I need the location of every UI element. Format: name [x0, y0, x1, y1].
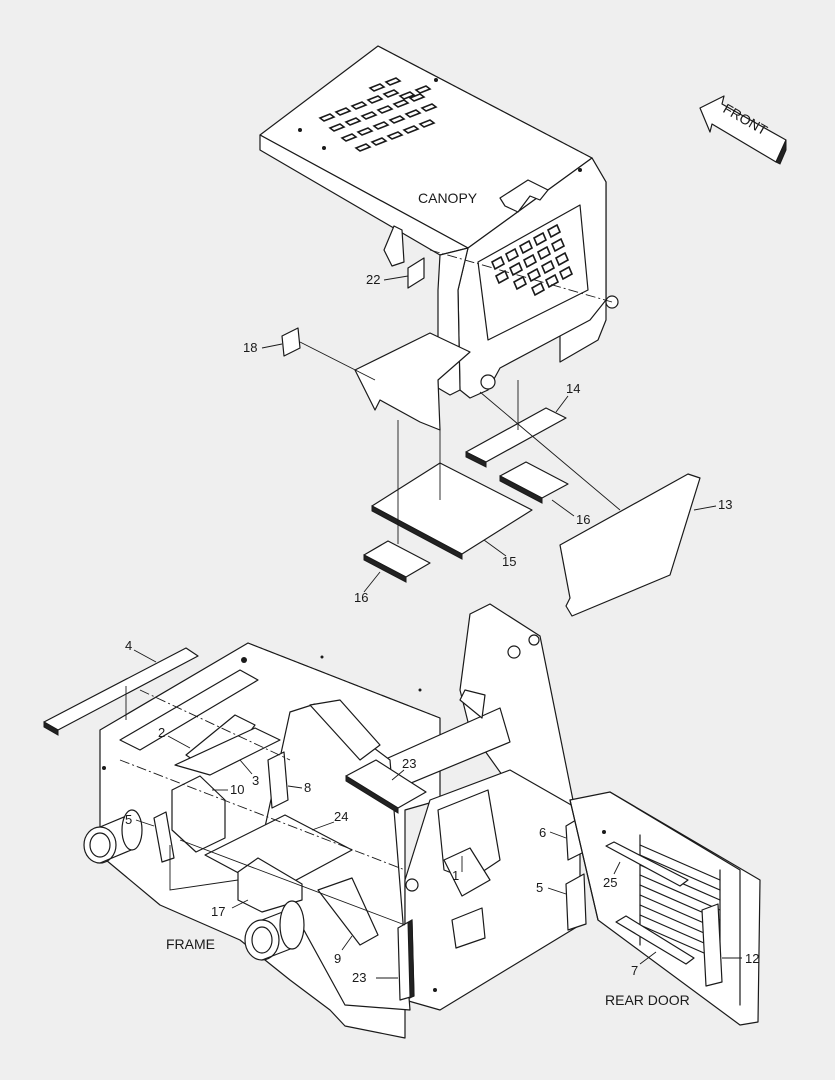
canopy-assembly	[259, 45, 619, 431]
canopy-label: CANOPY	[418, 190, 478, 206]
svg-text:14: 14	[566, 381, 580, 396]
svg-text:3: 3	[252, 773, 259, 788]
svg-text:2: 2	[158, 725, 165, 740]
svg-text:4: 4	[125, 638, 132, 653]
svg-text:16: 16	[576, 512, 590, 527]
part-7-pad	[701, 903, 723, 987]
callout-18: 22	[366, 272, 409, 287]
callout-17: 18	[243, 340, 283, 355]
front-direction-arrow: FRONT	[699, 95, 787, 165]
svg-text:16: 16	[354, 590, 368, 605]
rear-door-label: REAR DOOR	[605, 992, 690, 1008]
svg-text:23: 23	[352, 970, 366, 985]
svg-text:17: 17	[211, 904, 225, 919]
part-9-pad	[615, 915, 695, 965]
svg-text:10: 10	[230, 782, 244, 797]
svg-text:12: 12	[745, 951, 759, 966]
part-5-pad-left	[153, 811, 175, 863]
part-8-block	[267, 751, 289, 809]
svg-text:25: 25	[603, 875, 617, 890]
part-25-pad	[605, 841, 689, 887]
callout-16-upper: 16	[551, 499, 590, 527]
left-tube-lower	[244, 900, 305, 961]
callout-15: 15	[483, 539, 516, 569]
callout-23-lower: 23	[352, 970, 398, 985]
callout-4: 4	[125, 638, 157, 663]
svg-text:1: 1	[452, 868, 459, 883]
callout-10: 9	[334, 935, 353, 966]
svg-text:5: 5	[536, 880, 543, 895]
callout-12: 10	[212, 782, 244, 797]
part-5-pad-right	[565, 873, 587, 931]
callout-14: 14	[555, 381, 580, 413]
callouts: 22 18 14 13 16 15 16 4 2 3 10 8 23 5 24 …	[125, 272, 759, 985]
callout-16-lower: 16	[354, 571, 381, 605]
callout-24: 24	[311, 809, 348, 831]
callout-7: 12	[722, 951, 759, 966]
callout-1: 1	[452, 856, 463, 883]
part-22-block	[237, 857, 303, 913]
frame-assembly	[83, 603, 589, 1039]
part-16-pad-upper	[499, 461, 569, 499]
rear-door-assembly	[569, 791, 761, 1026]
callout-6: 6	[539, 825, 567, 840]
svg-text:9: 9	[334, 951, 341, 966]
part-14-pad	[465, 407, 567, 463]
callout-22: 17	[211, 899, 249, 919]
part-4-long-pad	[43, 647, 199, 736]
part-10-wedge	[317, 877, 379, 946]
svg-text:24: 24	[334, 809, 348, 824]
svg-text:13: 13	[718, 497, 732, 512]
callout-8: 8	[287, 780, 311, 795]
svg-text:18: 18	[243, 340, 257, 355]
canopy-pads	[281, 257, 701, 617]
callout-3: 3	[239, 759, 259, 788]
svg-text:15: 15	[502, 554, 516, 569]
callout-25: 25	[603, 861, 621, 890]
part-16-pad-lower	[363, 540, 431, 578]
roof-vent-slots	[318, 77, 438, 152]
callout-2: 2	[158, 725, 191, 749]
callout-5-left: 5	[125, 812, 155, 827]
svg-text:22: 22	[366, 272, 380, 287]
side-window-grid	[490, 223, 574, 297]
part-17-pad	[281, 327, 301, 357]
callout-5-right: 5	[536, 880, 567, 895]
frame-label: FRAME	[166, 936, 215, 952]
callout-9: 7	[631, 951, 657, 978]
part-13-panel	[559, 473, 701, 617]
svg-text:6: 6	[539, 825, 546, 840]
svg-text:23: 23	[402, 756, 416, 771]
svg-text:8: 8	[304, 780, 311, 795]
svg-text:5: 5	[125, 812, 132, 827]
callout-23-upper: 23	[391, 756, 416, 781]
part-18-pad	[407, 257, 425, 289]
svg-text:7: 7	[631, 963, 638, 978]
callout-13: 13	[693, 497, 732, 512]
